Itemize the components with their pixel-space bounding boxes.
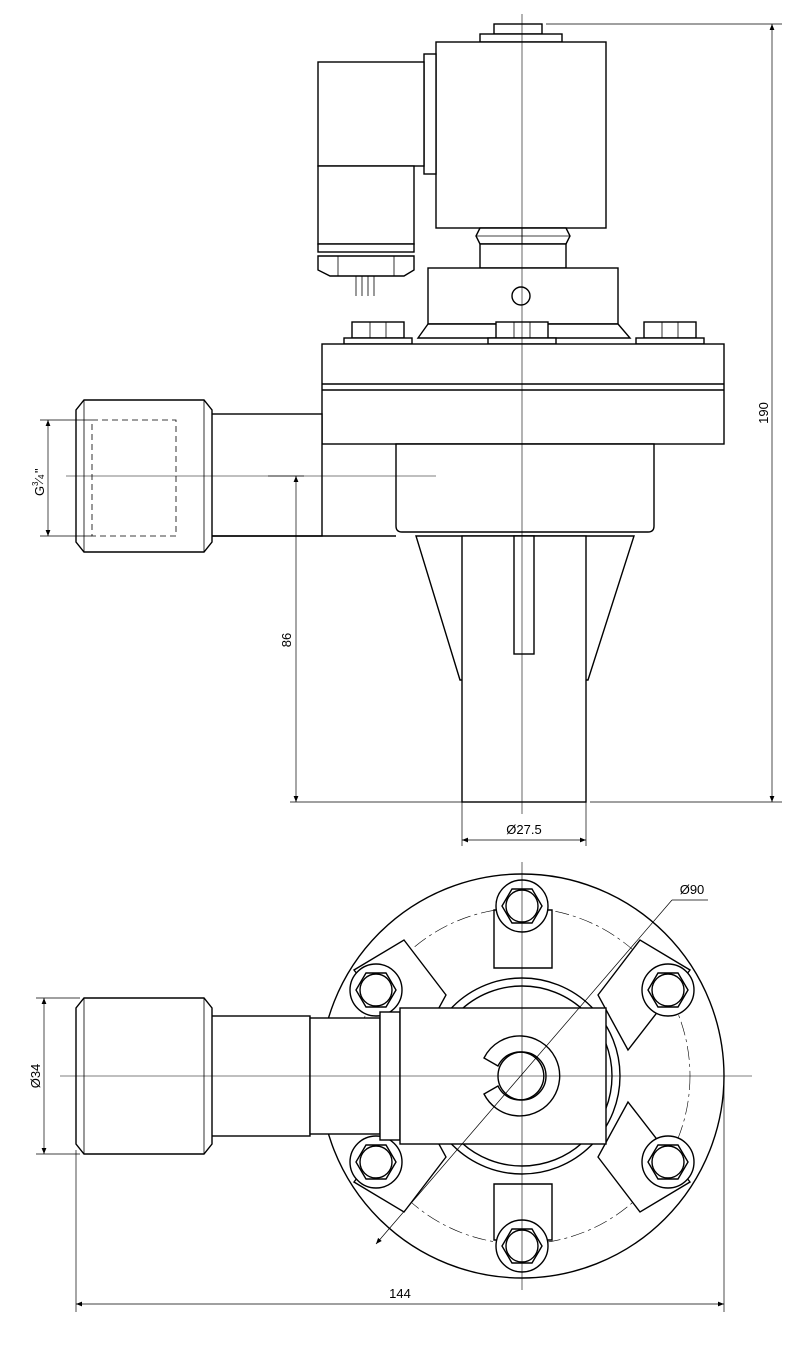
center-nut (483, 1035, 561, 1117)
dimension-inlet-diameter-label: Ø34 (28, 1064, 43, 1089)
thread-numerator: 3 (31, 481, 40, 486)
dimension-flange-diameter-label: Ø90 (680, 882, 705, 897)
dimension-outlet-diameter-label: Ø27.5 (506, 822, 541, 837)
dimension-thread: G 3 4 " (31, 419, 92, 537)
top-view: Ø90 Ø34 144 (28, 862, 752, 1312)
dimension-outlet-height: 86 (268, 475, 462, 803)
top-bolt-3 (641, 963, 695, 1017)
top-bolt-4 (641, 1135, 695, 1189)
dimension-height: 190 (546, 23, 782, 803)
dimension-outlet-height-label: 86 (279, 633, 294, 647)
connector-body (317, 165, 415, 245)
outlet-slot (513, 535, 535, 655)
dimension-total-width: 144 (75, 1076, 725, 1312)
dimension-inlet-diameter: Ø34 (28, 997, 80, 1155)
solenoid-cap-ring (479, 33, 563, 43)
cable-gland (317, 255, 415, 277)
front-view: 190 86 Ø27.5 G 3 4 " (31, 14, 782, 846)
solenoid-cap (493, 23, 543, 35)
armature-tube (479, 243, 567, 269)
thread-suffix: " (32, 468, 47, 473)
dimension-total-width-label: 144 (389, 1286, 411, 1301)
dimension-outlet-diameter: Ø27.5 (461, 802, 587, 846)
connector-box (317, 61, 425, 167)
connector-base (317, 243, 415, 253)
valve-flange (321, 343, 725, 445)
coil-side-lug (423, 53, 437, 175)
flange-bolt-right (635, 321, 705, 345)
inlet-pipe (209, 413, 323, 537)
inlet-thread-hidden (91, 419, 177, 537)
valve-body (395, 443, 655, 533)
dimension-height-label: 190 (756, 402, 771, 424)
top-bolt-5 (349, 963, 403, 1017)
thread-prefix: G (32, 486, 47, 496)
thread-denominator: 4 (37, 474, 46, 479)
flange-bolt-left (343, 321, 413, 345)
dimension-flange-diameter: Ø90 (375, 882, 708, 1245)
pilot-body (427, 267, 619, 325)
bleed-hole (511, 286, 531, 306)
solenoid-coil (435, 41, 607, 229)
top-bolt-6 (349, 1135, 403, 1189)
